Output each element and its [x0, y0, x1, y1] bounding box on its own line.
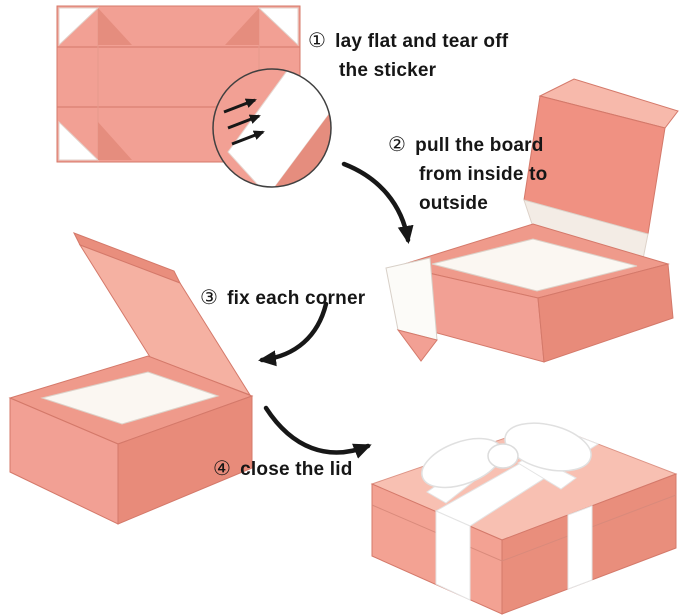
ribbon-front-band: [435, 510, 471, 601]
bow-knot: [487, 443, 519, 469]
open-box-step-3: [8, 232, 254, 525]
step-1-label: ① lay flat and tear off the sticker: [308, 26, 508, 85]
ribbon-side-band: [567, 505, 593, 590]
step-2-text-line-1: pull the board: [415, 135, 544, 156]
step-3-label: ③ fix each corner: [200, 283, 365, 313]
step-4-number-icon: ④: [213, 456, 232, 480]
sticker-corner-bottom-left: [58, 120, 100, 161]
step-2-text-line-2: from inside to: [419, 164, 548, 185]
flow-arrows: [258, 161, 414, 459]
sticker-corner-top-left: [58, 7, 100, 47]
step-2-text-line-3: outside: [419, 193, 488, 214]
step-3-text-line-1: fix each corner: [227, 288, 366, 309]
step-1-number-icon: ①: [308, 28, 327, 52]
step-2-label: ② pull the board from inside to outside: [388, 130, 547, 218]
curved-arrow-to-step-3-icon: [258, 301, 329, 367]
pulled-board: [385, 257, 438, 341]
step-2-number-icon: ②: [388, 132, 407, 156]
step-1-text-line-1: lay flat and tear off: [335, 31, 509, 52]
closed-gift-box: [370, 422, 678, 615]
box-interior: [431, 238, 638, 292]
lid-seam: [371, 494, 677, 562]
step-4-label: ④ close the lid: [213, 454, 353, 484]
bow-loop-right: [504, 422, 592, 472]
open-box-step-2: [385, 78, 679, 363]
box-right-wall: [117, 395, 253, 525]
curved-arrow-to-step-4-icon: [263, 405, 372, 459]
curved-arrow-to-step-2-icon: [341, 161, 414, 244]
step-4-text-line-1: close the lid: [240, 459, 353, 480]
step-3-number-icon: ③: [200, 285, 219, 309]
sticker-corner-top-right: [257, 7, 299, 47]
step-1-text-line-2: the sticker: [339, 60, 437, 81]
magnifier-circle: [212, 68, 332, 188]
box-interior: [40, 371, 220, 425]
box-right-wall: [537, 263, 674, 363]
tear-direction-arrows-icon: [223, 98, 265, 146]
